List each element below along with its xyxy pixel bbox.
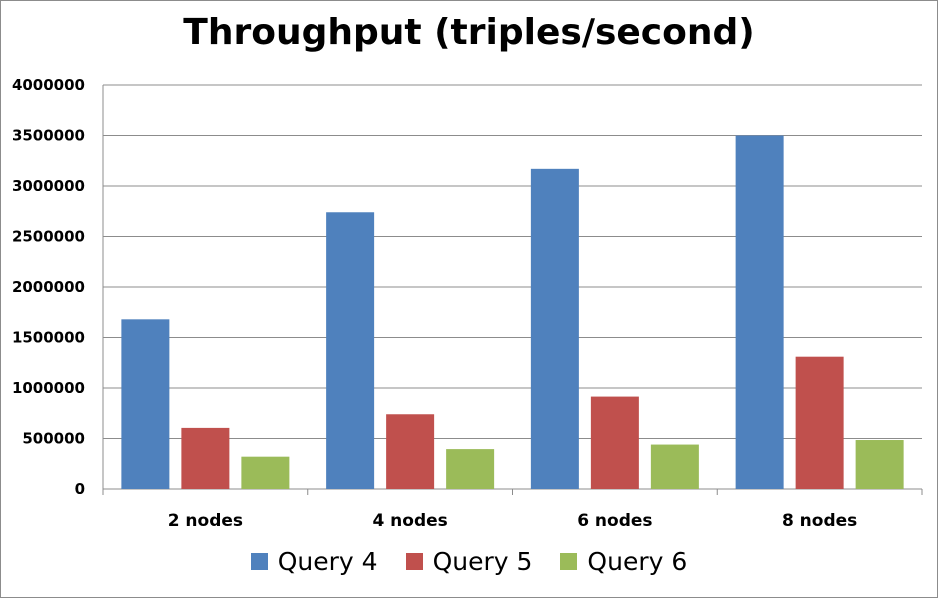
y-tick-label: 1000000 xyxy=(12,379,85,397)
y-tick-label: 0 xyxy=(75,480,85,498)
x-tick-label: 8 nodes xyxy=(782,511,857,531)
y-tick-label: 1500000 xyxy=(12,329,85,347)
bar xyxy=(795,356,844,489)
bar xyxy=(650,444,699,489)
y-tick-label: 3500000 xyxy=(12,127,85,145)
legend: Query 4 Query 5 Query 6 xyxy=(0,547,938,576)
bar xyxy=(446,449,495,489)
bar xyxy=(121,319,170,489)
y-tick-label: 500000 xyxy=(22,430,85,448)
legend-swatch xyxy=(560,553,578,570)
legend-swatch xyxy=(250,553,268,570)
chart-title: Throughput (triples/second) xyxy=(183,12,755,53)
legend-label: Query 5 xyxy=(432,547,533,576)
legend-item-query5: Query 5 xyxy=(405,547,533,576)
x-tick-label: 2 nodes xyxy=(168,511,243,531)
y-tick-label: 2500000 xyxy=(12,228,85,246)
legend-label: Query 4 xyxy=(277,547,378,576)
bar xyxy=(855,440,904,489)
bar xyxy=(326,212,375,489)
legend-item-query4: Query 4 xyxy=(250,547,378,576)
bar xyxy=(181,427,230,489)
y-tick-label: 2000000 xyxy=(12,278,85,296)
x-tick-label: 6 nodes xyxy=(577,511,652,531)
bar xyxy=(386,414,435,489)
y-tick-label: 4000000 xyxy=(12,76,85,94)
x-tick-label: 4 nodes xyxy=(372,511,447,531)
bar xyxy=(241,456,290,489)
bar xyxy=(735,135,784,489)
legend-label: Query 6 xyxy=(587,547,688,576)
bar xyxy=(590,396,639,489)
y-tick-label: 3000000 xyxy=(12,177,85,195)
legend-item-query6: Query 6 xyxy=(560,547,687,576)
legend-swatch xyxy=(405,553,423,570)
bar xyxy=(530,168,579,489)
